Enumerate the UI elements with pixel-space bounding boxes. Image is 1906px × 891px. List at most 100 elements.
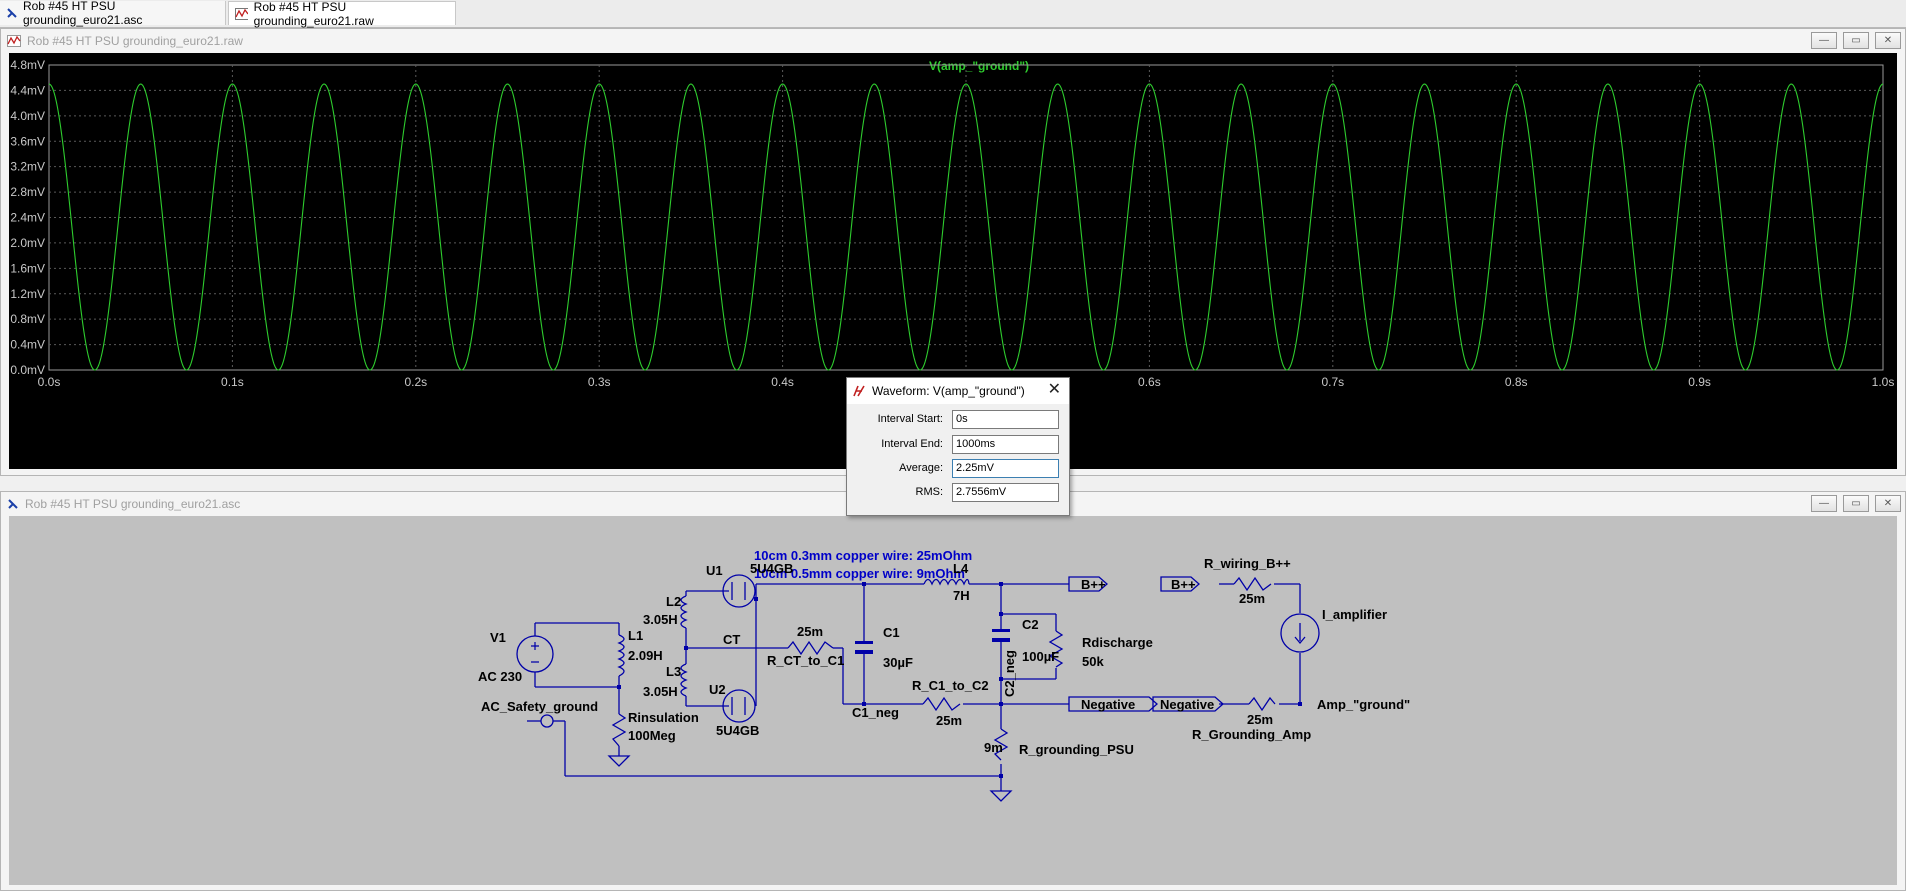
plot-window-controls: — ▭ ✕ <box>1811 32 1901 49</box>
comment-line-1[interactable]: 10cm 0.3mm copper wire: 25mOhm <box>754 548 972 563</box>
label-l2[interactable]: L2 <box>666 594 681 609</box>
comment-line-2[interactable]: 10cm 0.5mm copper wire: 9mOhm <box>754 566 965 581</box>
schematic-window-title: Rob #45 HT PSU grounding_euro21.asc <box>25 497 241 511</box>
label-c2-value[interactable]: 100µF <box>1022 649 1059 664</box>
y-tick-label: 1.6mV <box>10 261 45 275</box>
label-u2[interactable]: U2 <box>709 682 726 697</box>
label-l4[interactable]: L4 <box>953 561 969 576</box>
label-rinsulation[interactable]: Rinsulation <box>628 710 699 725</box>
capacitor-c1[interactable] <box>855 641 873 654</box>
label-l3[interactable]: L3 <box>666 664 681 679</box>
close-button[interactable]: ✕ <box>1875 32 1901 49</box>
dialog-titlebar: Waveform: V(amp_"ground") <box>847 378 1069 404</box>
schematic-drawing[interactable]: 10cm 0.3mm copper wire: 25mOhm 10cm 0.5m… <box>9 516 1897 885</box>
label-r-ct[interactable]: R_CT_to_C1 <box>767 653 844 668</box>
label-r-c1-c2[interactable]: R_C1_to_C2 <box>912 678 989 693</box>
label-c2[interactable]: C2 <box>1022 617 1039 632</box>
net-negative-1[interactable]: Negative <box>1081 697 1135 712</box>
label-u1-value[interactable]: 5U4GB <box>750 561 793 576</box>
label-l4-value[interactable]: 7H <box>953 588 970 603</box>
label-r-grounding-psu-value[interactable]: 9m <box>984 740 1003 755</box>
tab-waveform[interactable]: Rob #45 HT PSU grounding_euro21.raw <box>228 0 456 28</box>
label-c2-neg[interactable]: C2_neg <box>1002 650 1017 697</box>
label-c1-neg[interactable]: C1_neg <box>852 705 899 720</box>
label-i-amplifier[interactable]: I_amplifier <box>1322 607 1387 622</box>
label-u2-value[interactable]: 5U4GB <box>716 723 759 738</box>
junction-dots <box>617 582 1302 778</box>
close-button[interactable]: ✕ <box>1875 495 1901 512</box>
label-l2-value[interactable]: 3.05H <box>643 612 678 627</box>
label-l3-value[interactable]: 3.05H <box>643 684 678 699</box>
current-source-i-amplifier[interactable] <box>1280 613 1320 653</box>
label-r-grounding-amp[interactable]: R_Grounding_Amp <box>1192 727 1311 742</box>
x-tick-label: 0.6s <box>1138 375 1161 389</box>
tube-u1[interactable] <box>722 574 756 608</box>
waveform-icon <box>235 7 248 20</box>
net-bpp-2[interactable]: B++ <box>1171 577 1196 592</box>
net-amp-ground[interactable]: Amp_"ground" <box>1317 697 1410 712</box>
trace-label[interactable]: V(amp_"ground") <box>929 59 1029 73</box>
label-rinsulation-value[interactable]: 100Meg <box>628 728 676 743</box>
voltage-source-v1[interactable] <box>516 635 554 673</box>
field-average[interactable]: 2.25mV <box>952 459 1059 478</box>
minimize-button[interactable]: — <box>1811 32 1837 49</box>
label-r-grounding-amp-value[interactable]: 25m <box>1247 712 1273 727</box>
label-v1[interactable]: V1 <box>490 630 506 645</box>
y-tick-label: 0.0mV <box>10 363 45 377</box>
tube-u2[interactable] <box>722 689 756 723</box>
field-rms[interactable]: 2.7556mV <box>952 483 1059 502</box>
y-tick-label: 3.2mV <box>10 160 45 174</box>
label-interval-start: Interval Start: <box>877 413 943 425</box>
y-tick-label: 2.4mV <box>10 211 45 225</box>
trace-line <box>48 83 1884 371</box>
net-bpp-1[interactable]: B++ <box>1081 577 1106 592</box>
label-l1[interactable]: L1 <box>628 628 643 643</box>
x-tick-label: 0.4s <box>771 375 794 389</box>
schematic-icon <box>7 8 17 18</box>
label-ct[interactable]: CT <box>723 632 740 647</box>
row-interval-start: Interval Start: 0s <box>847 410 1069 430</box>
ac-safety-ground-port[interactable] <box>527 714 565 728</box>
schematic-canvas[interactable]: 10cm 0.3mm copper wire: 25mOhm 10cm 0.5m… <box>9 516 1897 885</box>
label-r-ct-value[interactable]: 25m <box>797 624 823 639</box>
capacitor-c2[interactable] <box>992 629 1010 642</box>
row-average: Average: 2.25mV <box>847 459 1069 479</box>
label-rdischarge-value[interactable]: 50k <box>1082 654 1104 669</box>
label-v1-value[interactable]: AC 230 <box>478 669 522 684</box>
plot-window-title: Rob #45 HT PSU grounding_euro21.raw <box>27 34 243 48</box>
row-rms: RMS: 2.7556mV <box>847 483 1069 503</box>
maximize-button[interactable]: ▭ <box>1843 32 1869 49</box>
label-rdischarge[interactable]: Rdischarge <box>1082 635 1153 650</box>
label-r-grounding-psu[interactable]: R_grounding_PSU <box>1019 742 1134 757</box>
label-u1[interactable]: U1 <box>706 563 723 578</box>
maximize-button[interactable]: ▭ <box>1843 495 1869 512</box>
y-tick-label: 2.0mV <box>10 236 45 250</box>
label-l1-value[interactable]: 2.09H <box>628 648 663 663</box>
label-r-c1-c2-value[interactable]: 25m <box>936 713 962 728</box>
label-c1[interactable]: C1 <box>883 625 900 640</box>
ground-symbol <box>989 790 1013 802</box>
x-tick-label: 0.1s <box>221 375 244 389</box>
label-c1-value[interactable]: 30µF <box>883 655 913 670</box>
y-tick-label: 3.6mV <box>10 134 45 148</box>
waveform-plot[interactable]: V(amp_"ground") 0.0s0.1s0.2s0.3s0.4s0.5s… <box>9 53 1897 469</box>
field-interval-start[interactable]: 0s <box>952 410 1059 429</box>
schematic-window-controls: — ▭ ✕ <box>1811 495 1901 512</box>
tab-schematic[interactable]: Rob #45 HT PSU grounding_euro21.asc <box>0 0 226 27</box>
minimize-button[interactable]: — <box>1811 495 1837 512</box>
plot-window-titlebar: Rob #45 HT PSU grounding_euro21.raw <box>1 29 1905 53</box>
waveform-measure-dialog: Waveform: V(amp_"ground") ✕ Interval Sta… <box>846 377 1070 516</box>
schematic-window-titlebar: Rob #45 HT PSU grounding_euro21.asc <box>1 492 1905 516</box>
label-r-wiring[interactable]: R_wiring_B++ <box>1204 556 1291 571</box>
label-interval-end: Interval End: <box>881 438 943 450</box>
x-tick-label: 0.3s <box>588 375 611 389</box>
x-tick-label: 0.0s <box>38 375 61 389</box>
dialog-close-icon[interactable]: ✕ <box>1047 381 1061 398</box>
document-tab-bar: Rob #45 HT PSU grounding_euro21.asc Rob … <box>0 0 1906 28</box>
schematic-icon <box>8 499 18 509</box>
field-interval-end[interactable]: 1000ms <box>952 435 1059 454</box>
label-r-wiring-value[interactable]: 25m <box>1239 591 1265 606</box>
x-tick-label: 0.7s <box>1321 375 1344 389</box>
net-negative-2[interactable]: Negative <box>1160 697 1214 712</box>
label-ac-safety-ground[interactable]: AC_Safety_ground <box>481 699 598 714</box>
